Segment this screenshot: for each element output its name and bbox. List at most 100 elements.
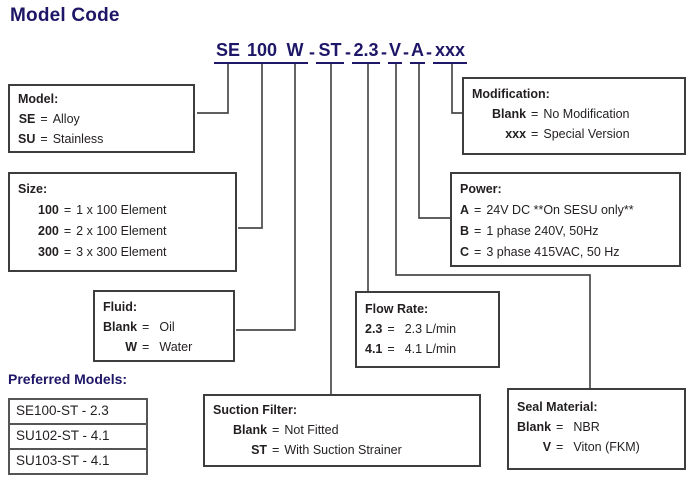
option-key: 2.3 — [365, 322, 383, 336]
option-key: Blank — [492, 107, 527, 121]
flow-rate-box-title: Flow Rate: — [365, 302, 429, 316]
suction-filter-box-title: Suction Filter: — [213, 403, 298, 417]
size-box-title: Size: — [18, 182, 48, 196]
preferred-models-title: Preferred Models: — [8, 371, 128, 387]
fluid-box: Fluid: Blank = Oil W = Water — [93, 290, 235, 362]
modification-box-rows: Blank = No Modification xxx = Special Ve… — [472, 104, 676, 144]
connector-line-seal — [395, 64, 591, 389]
equals-sign: = — [474, 203, 482, 217]
equals-sign: = — [531, 127, 539, 141]
option-value: Stainless — [52, 132, 104, 146]
code-hyphen: - — [426, 42, 432, 62]
connector-line-size — [238, 64, 263, 229]
model-code-string: SE 100 W - ST - 2.3 - V - A - xxx — [214, 40, 467, 64]
option-value: Not Fitted — [284, 423, 339, 437]
equals-sign: = — [474, 245, 482, 259]
preferred-model-item: SE100-ST - 2.3 — [8, 398, 148, 425]
preferred-model-item: SU103-ST - 4.1 — [8, 448, 148, 475]
flow-rate-box-rows: 2.3 = 2.3 L/min 4.1 = 4.1 L/min — [365, 319, 490, 359]
option-key: SU — [18, 132, 36, 146]
option-key: V — [542, 440, 552, 454]
option-key: SE — [18, 112, 36, 126]
seal-material-box-title: Seal Material: — [517, 400, 598, 414]
option-value: 3 phase 415VAC, 50 Hz — [486, 245, 620, 259]
option-key: Blank — [233, 423, 268, 437]
equals-sign: = — [556, 440, 564, 454]
power-box-rows: A = 24V DC **On SESU only** B = 1 phase … — [460, 200, 671, 263]
code-hyphen: - — [403, 42, 409, 62]
size-box-rows: 100 = 1 x 100 Element 200 = 2 x 100 Elem… — [18, 200, 227, 263]
option-key: W — [125, 340, 138, 354]
equals-sign: = — [63, 224, 72, 238]
code-segment-size: 100 — [242, 40, 282, 64]
option-key: Blank — [103, 320, 138, 334]
power-box: Power: A = 24V DC **On SESU only** B = 1… — [450, 172, 681, 267]
model-box-title: Model: — [18, 92, 59, 106]
fluid-box-title: Fluid: — [103, 300, 138, 314]
option-key: Blank — [517, 420, 552, 434]
option-key: 200 — [38, 224, 59, 238]
option-key: ST — [251, 443, 268, 457]
equals-sign: = — [63, 203, 72, 217]
model-box-rows: SE = Alloy SU = Stainless — [18, 109, 185, 149]
connector-line-modification — [451, 64, 463, 114]
option-value: NBR — [573, 420, 600, 434]
equals-sign: = — [387, 342, 395, 356]
option-value: 3 x 300 Element — [76, 245, 167, 259]
code-hyphen: - — [309, 42, 315, 62]
suction-filter-box-rows: Blank = Not Fitted ST = With Suction Str… — [213, 420, 471, 460]
equals-sign: = — [63, 245, 72, 259]
option-value: Oil — [159, 320, 175, 334]
suction-filter-box: Suction Filter: Blank = Not Fitted ST = … — [203, 394, 481, 467]
size-box: Size: 100 = 1 x 100 Element 200 = 2 x 10… — [8, 172, 237, 272]
option-value: With Suction Strainer — [284, 443, 402, 457]
equals-sign: = — [272, 443, 280, 457]
option-value: 2 x 100 Element — [76, 224, 167, 238]
preferred-model-item: SU102-ST - 4.1 — [8, 423, 148, 450]
connector-line-fluid — [236, 64, 296, 331]
option-key: 100 — [38, 203, 59, 217]
seal-material-box: Seal Material: Blank = NBR V = Viton (FK… — [507, 388, 686, 470]
option-key: xxx — [505, 127, 527, 141]
code-segment-seal: V — [388, 40, 402, 64]
option-value: Alloy — [52, 112, 80, 126]
modification-box-title: Modification: — [472, 87, 550, 101]
option-value: 2.3 L/min — [404, 322, 457, 336]
equals-sign: = — [142, 340, 150, 354]
code-segment-flow-rate: 2.3 — [352, 40, 380, 64]
equals-sign: = — [387, 322, 395, 336]
option-value: 1 x 100 Element — [76, 203, 167, 217]
option-value: 4.1 L/min — [404, 342, 457, 356]
preferred-models-list: SE100-ST - 2.3 SU102-ST - 4.1 SU103-ST -… — [8, 398, 148, 475]
code-hyphen: - — [345, 42, 351, 62]
equals-sign: = — [142, 320, 150, 334]
option-key: A — [460, 203, 470, 217]
option-key: 300 — [38, 245, 59, 259]
code-segment-fluid: W — [282, 40, 308, 64]
option-value: No Modification — [543, 107, 630, 121]
code-segment-power: A — [410, 40, 425, 64]
option-key: 4.1 — [365, 342, 383, 356]
code-segment-modification: xxx — [433, 40, 467, 64]
equals-sign: = — [272, 423, 280, 437]
equals-sign: = — [474, 224, 482, 238]
model-box: Model: SE = Alloy SU = Stainless — [8, 84, 195, 153]
equals-sign: = — [40, 132, 48, 146]
option-key: B — [460, 224, 470, 238]
connector-line-model — [197, 64, 229, 114]
option-value: Viton (FKM) — [573, 440, 640, 454]
code-hyphen: - — [381, 42, 387, 62]
code-segment-suction-filter: ST — [316, 40, 344, 64]
connector-line-power — [418, 64, 451, 219]
flow-rate-box: Flow Rate: 2.3 = 2.3 L/min 4.1 = 4.1 L/m… — [355, 291, 500, 368]
power-box-title: Power: — [460, 182, 502, 196]
code-segment-model: SE — [214, 40, 242, 64]
option-value: 24V DC **On SESU only** — [486, 203, 634, 217]
option-value: Water — [159, 340, 193, 354]
equals-sign: = — [531, 107, 539, 121]
option-value: Special Version — [543, 127, 630, 141]
option-key: C — [460, 245, 470, 259]
seal-material-box-rows: Blank = NBR V = Viton (FKM) — [517, 417, 676, 457]
